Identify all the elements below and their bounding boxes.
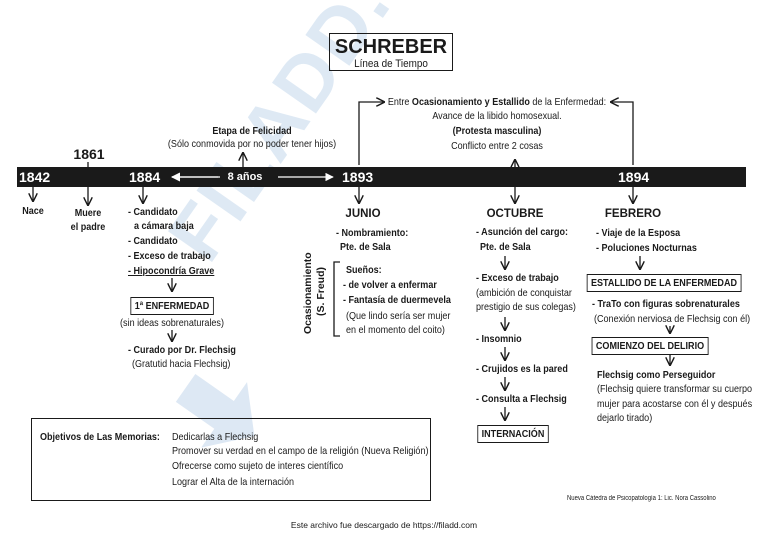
junio-s3a: (Que lindo sería ser mujer: [346, 310, 451, 322]
footer-text: Este archivo fue descargado de https://f…: [290, 520, 478, 530]
arrow-outbreak-left: [358, 102, 384, 165]
internacion-box: INTERNACIÓN: [477, 425, 549, 443]
span-label: 8 años: [227, 171, 263, 183]
junio-s2: - Fantasía de duermevela: [343, 294, 451, 306]
timeline-bar: [17, 167, 746, 187]
month-febrero: FEBRERO: [604, 208, 662, 220]
outbreak-line3: (Protesta masculina): [452, 125, 542, 137]
octubre-note2b: prestigio de sus colegas): [476, 301, 576, 313]
junio-item1b: Pte. de Sala: [340, 241, 391, 253]
felicidad-note: (Sólo conmovida por no poder tener hijos…: [167, 138, 337, 150]
febrero-item1: - Viaje de la Esposa: [596, 227, 681, 239]
febrero-item2: - Poluciones Nocturnas: [596, 242, 697, 254]
objective-item: Ofrecerse como sujeto de interes científ…: [172, 460, 344, 472]
y1884-item3: - Exceso de trabajo: [128, 250, 211, 262]
title-box: SCHREBER Línea de Tiempo: [329, 33, 453, 71]
felicidad-title: Etapa de Felicidad: [212, 125, 292, 137]
octubre-note2a: (ambición de conquistar: [476, 287, 572, 299]
muere-line1: Muere: [74, 207, 102, 219]
month-octubre: OCTUBRE: [486, 208, 544, 220]
page-title: SCHREBER: [334, 36, 448, 58]
febrero-note4a: (Flechsig quiere transformar su cuerpo: [597, 383, 753, 395]
year-1893: 1893: [342, 169, 374, 185]
febrero-note3: (Conexión nerviosa de Flechsig con él): [594, 313, 751, 325]
y1884-item2: - Candidato: [128, 235, 178, 247]
octubre-item1b: Pte. de Sala: [480, 241, 531, 253]
febrero-note4c: dejarlo tirado): [597, 412, 653, 424]
objective-item: Lograr el Alta de la internación: [172, 476, 294, 488]
year-1884: 1884: [129, 169, 161, 185]
junio-bracket: [333, 261, 340, 337]
y1884-item1a: - Candidato: [128, 206, 178, 218]
octubre-item2: - Exceso de trabajo: [476, 272, 559, 284]
junio-item1a: - Nombramiento:: [336, 227, 409, 239]
year-1861: 1861: [73, 146, 105, 162]
objectives-label: Objetivos de Las Memorias:: [40, 431, 160, 443]
objective-item: Promover su verdad en el campo de la rel…: [172, 445, 429, 457]
outbreak-line4: Conflicto entre 2 cosas: [451, 140, 543, 152]
outbreak-box: ESTALLIDO DE LA ENFERMEDAD: [586, 274, 742, 292]
febrero-item3: - TraTo con figuras sobrenaturales: [592, 298, 740, 310]
objectives-box: [31, 418, 431, 501]
octubre-item1a: - Asunción del cargo:: [476, 226, 568, 238]
year-1842: 1842: [19, 169, 51, 185]
delirium-box: COMIENZO DEL DELIRIO: [591, 337, 709, 355]
junio-s1: - de volver a enfermar: [343, 279, 437, 291]
year-1894: 1894: [618, 169, 650, 185]
junio-suenos: Sueños:: [346, 264, 382, 276]
octubre-item5: - Consulta a Flechsig: [476, 393, 567, 405]
octubre-item3: - Insomnio: [476, 333, 522, 345]
month-junio: JUNIO: [345, 208, 381, 220]
objective-item: Dedicarlas a Flechsig: [172, 431, 259, 443]
y1884-note2: (Gratutid hacia Flechsig): [132, 358, 231, 370]
muere-line2: el padre: [70, 221, 106, 233]
credit-text: Nueva Cátedra de Psicopatología 1: Lic. …: [567, 495, 716, 502]
febrero-note4b: mujer para acostarse con él y después: [597, 398, 753, 410]
y1884-item4: - Hipocondría Grave: [128, 265, 215, 277]
y1884-item1b: a cámara baja: [134, 220, 194, 232]
page-subtitle: Línea de Tiempo: [354, 58, 428, 70]
junio-s3b: en el momento del coito): [346, 324, 445, 336]
octubre-item4: - Crujidos es la pared: [476, 363, 568, 375]
febrero-item4: Flechsig como Perseguidor: [597, 369, 716, 381]
arrow-outbreak-right: [611, 102, 634, 165]
outbreak-line2: Avance de la libido homosexual.: [432, 110, 562, 122]
y1884-item5: - Curado por Dr. Flechsig: [128, 344, 236, 356]
outbreak-line1: Entre Ocasionamiento y Estallido de la E…: [387, 96, 607, 108]
nace-label: Nace: [22, 205, 44, 217]
y1884-note1: (sin ideas sobrenaturales): [120, 317, 224, 329]
first-illness-box: 1ª ENFERMEDAD: [130, 297, 214, 315]
